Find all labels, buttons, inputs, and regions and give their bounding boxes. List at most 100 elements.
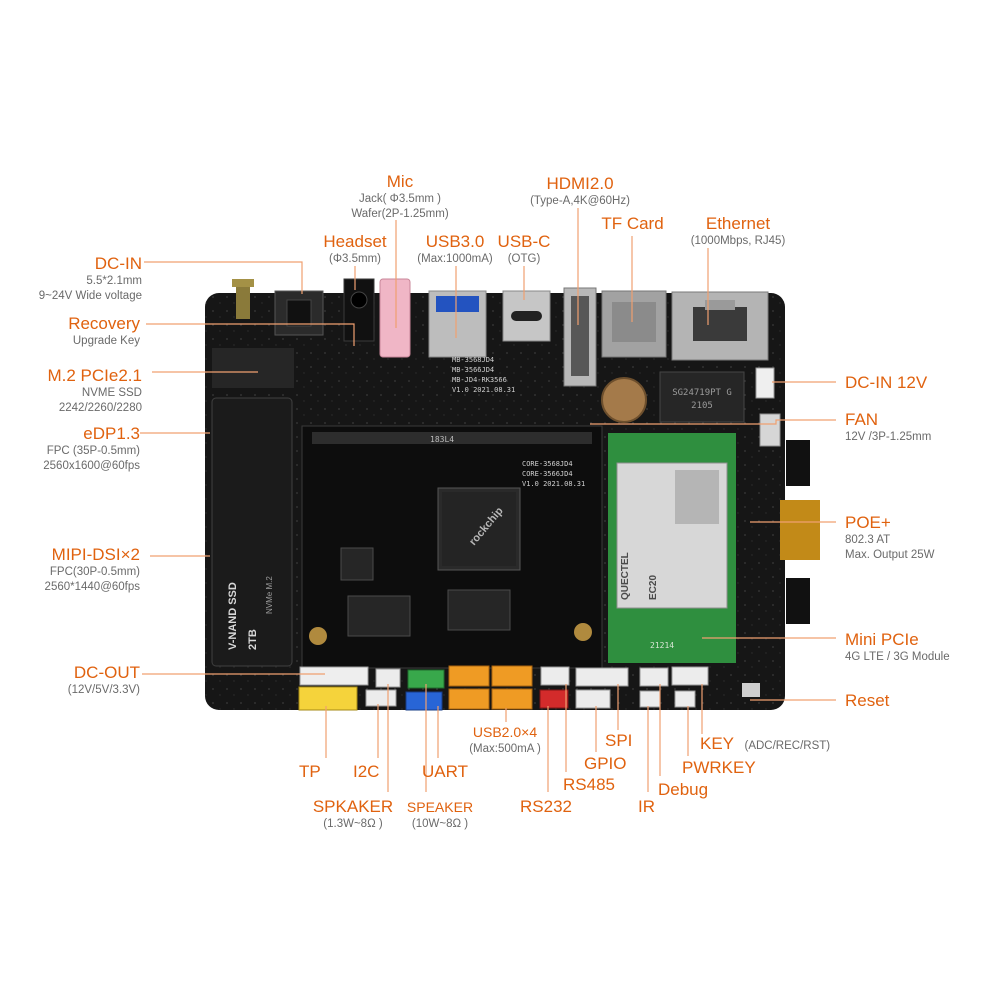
label-spkaker-title: SPKAKER xyxy=(312,797,394,816)
label-uart: UART xyxy=(422,762,468,782)
modem-brand-text: QUECTEL xyxy=(620,552,631,600)
rtc-battery xyxy=(601,377,647,423)
nvme-ssd: V-NAND SSD 2TB NVMe M.2 xyxy=(211,397,293,667)
label-uart-title: UART xyxy=(422,762,468,781)
label-hdmi-sub: (Type-A,4K@60Hz) xyxy=(530,195,630,207)
poe-connector-lower xyxy=(786,578,810,624)
soc-chip: rockchip xyxy=(437,487,521,571)
hdmi-port xyxy=(563,287,597,387)
label-dc-out: DC-OUT (12V/5V/3.3V) xyxy=(68,663,140,698)
label-debug: Debug xyxy=(658,780,708,800)
label-usb2-sub: (Max:500mA ) xyxy=(469,743,541,755)
label-usb2: USB2.0×4 (Max:500mA ) xyxy=(453,722,557,757)
label-speaker-sub: (10W~8Ω ) xyxy=(411,818,469,830)
rs232-connector xyxy=(539,689,569,709)
ram-chip-right xyxy=(447,589,511,631)
poe-flex-cable xyxy=(780,500,820,560)
rs485-connector xyxy=(540,666,570,686)
label-fan-title: FAN xyxy=(845,410,879,429)
label-mipi-sub-1: FPC(30P-0.5mm) xyxy=(49,566,140,578)
leader-fan xyxy=(590,419,836,425)
fan-connector xyxy=(759,413,781,447)
ir-connector xyxy=(639,690,661,708)
label-spi-title: SPI xyxy=(605,731,633,750)
label-dc-out-title: DC-OUT xyxy=(73,663,140,682)
mainboard-silk-line-3: MB-JD4-RK3566 xyxy=(452,376,507,384)
label-dc-in-12v: DC-IN 12V xyxy=(845,373,927,393)
label-spkaker-sub: (1.3W~8Ω ) xyxy=(323,818,383,830)
label-poe-sub-1: 802.3 AT xyxy=(845,534,891,546)
label-poe-title: POE+ xyxy=(845,513,891,532)
dc-in-jack xyxy=(274,290,324,336)
label-usbc-title: USB-C xyxy=(497,232,551,251)
label-tp-title: TP xyxy=(299,762,321,781)
label-speaker: SPEAKER (10W~8Ω ) xyxy=(400,797,480,832)
debug-connector xyxy=(639,667,669,687)
label-ethernet-title: Ethernet xyxy=(705,214,771,233)
ram-chip-left xyxy=(347,595,411,637)
label-mic-title: Mic xyxy=(386,172,414,191)
label-headset: Headset (Φ3.5mm) xyxy=(305,232,405,267)
usb2-port-1 xyxy=(448,665,490,687)
label-mipi: MIPI-DSI×2 FPC(30P-0.5mm) 2560*1440@60fp… xyxy=(45,545,140,595)
label-dc-out-sub: (12V/5V/3.3V) xyxy=(67,684,140,696)
label-minipcie-title: Mini PCIe xyxy=(845,630,919,649)
core-silk-line-1: CORE-3568JD4 xyxy=(522,460,573,468)
label-hdmi-title: HDMI2.0 xyxy=(546,174,614,193)
pmic-chip xyxy=(340,547,374,581)
label-spkaker: SPKAKER (1.3W~8Ω ) xyxy=(308,797,398,832)
ssd-brand-text: V-NAND SSD xyxy=(227,582,239,650)
eth-chip-line-2: 2105 xyxy=(691,401,713,411)
label-minipcie: Mini PCIe 4G LTE / 3G Module xyxy=(845,630,950,665)
label-recovery-sub: Upgrade Key xyxy=(72,335,140,347)
mic-jack xyxy=(379,278,411,358)
uart-connector xyxy=(405,691,443,711)
label-minipcie-sub: 4G LTE / 3G Module xyxy=(845,651,950,663)
mount-hole-right xyxy=(574,623,592,641)
ethernet-port xyxy=(671,291,769,361)
headset-jack xyxy=(343,278,375,342)
label-mipi-title: MIPI-DSI×2 xyxy=(51,545,140,564)
mainboard-silk-line-4: V1.0 2021.08.31 xyxy=(452,386,515,394)
label-m2-sub-1: NVME SSD xyxy=(81,387,142,399)
tf-card-slot xyxy=(601,290,667,358)
mount-hole-left xyxy=(309,627,327,645)
poe-connector-upper xyxy=(786,440,810,486)
key-connector xyxy=(671,666,709,686)
label-usbc-sub: (OTG) xyxy=(507,253,541,265)
gpio-connector xyxy=(575,689,611,709)
antenna-post xyxy=(232,279,254,319)
label-key-sub: (ADC/REC/RST) xyxy=(744,740,831,752)
label-recovery-title: Recovery xyxy=(68,314,140,333)
label-usb3-sub: (Max:1000mA) xyxy=(417,253,493,265)
eth-chip-line-1: SG24719PT G xyxy=(672,388,732,398)
label-ir-title: IR xyxy=(638,797,655,816)
usbc-port xyxy=(502,290,551,342)
label-edp-sub-2: 2560x1600@60fps xyxy=(43,460,140,472)
label-i2c: I2C xyxy=(353,762,379,782)
label-headset-sub: (Φ3.5mm) xyxy=(329,253,381,265)
label-hdmi: HDMI2.0 (Type-A,4K@60Hz) xyxy=(515,174,645,209)
label-rs485-title: RS485 xyxy=(563,775,615,794)
label-i2c-title: I2C xyxy=(353,762,380,781)
label-usbc: USB-C (OTG) xyxy=(484,232,564,267)
label-fan: FAN 12V /3P-1.25mm xyxy=(845,410,931,445)
label-dc-in-12v-title: DC-IN 12V xyxy=(845,373,928,392)
ethernet-phy-chip: SG24719PT G 2105 xyxy=(659,371,745,423)
label-edp-title: eDP1.3 xyxy=(83,424,140,443)
dc-out-connector xyxy=(299,666,369,686)
label-recovery: Recovery Upgrade Key xyxy=(68,314,140,349)
label-rs232-title: RS232 xyxy=(520,797,572,816)
label-tp: TP xyxy=(299,762,321,782)
label-key-title: KEY xyxy=(700,734,735,753)
label-key: KEY (ADC/REC/RST) xyxy=(700,734,830,754)
core-silk-line-3: V1.0 2021.08.31 xyxy=(522,480,585,488)
usb2-port-4 xyxy=(491,688,533,710)
label-speaker-title: SPEAKER xyxy=(406,799,474,815)
mainboard-silk-line-2: MB-3566JD4 xyxy=(452,366,494,374)
label-m2: M.2 PCIe2.1 NVME SSD 2242/2260/2280 xyxy=(48,366,143,416)
spi-connector xyxy=(575,667,629,687)
label-rs485: RS485 xyxy=(563,775,615,795)
core-header-text: 183L4 xyxy=(430,435,454,444)
